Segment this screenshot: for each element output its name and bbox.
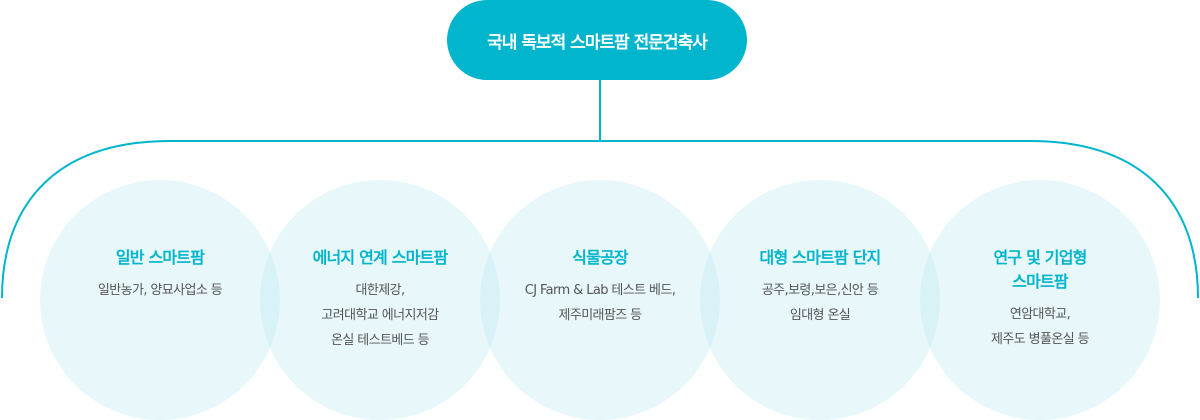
category-description: 연암대학교, 제주도 병풀온실 등 — [930, 302, 1150, 352]
category-title-line: 대형 스마트팜 단지 — [759, 248, 882, 267]
category-title-line: 스마트팜 — [1012, 272, 1068, 291]
category-title-line: 연구 및 기업형 — [993, 248, 1087, 267]
category-title: 일반 스마트팜 — [60, 246, 260, 270]
category-title: 에너지 연계 스마트팜 — [280, 246, 480, 270]
description-line: 임대형 온실 — [789, 308, 851, 323]
description-line: 제주미래팜즈 등 — [558, 308, 642, 323]
description-line: 제주도 병풀온실 등 — [991, 332, 1090, 347]
description-line: 고려대학교 에너지저감 — [321, 308, 439, 323]
description-line: 일반농가, 양묘사업소 등 — [97, 283, 223, 298]
category-circle: 식물공장 CJ Farm & Lab 테스트 베드, 제주미래팜즈 등 — [480, 180, 720, 420]
description-line: 대한제강, — [355, 283, 406, 298]
root-label: 국내 독보적 스마트팜 전문건축사 — [487, 32, 708, 53]
description-line: 연암대학교, — [1009, 307, 1071, 322]
category-title: 식물공장 — [500, 246, 700, 270]
category-title: 대형 스마트팜 단지 — [720, 246, 920, 270]
category-title-line: 식물공장 — [572, 248, 628, 267]
category-title-line: 일반 스마트팜 — [115, 248, 205, 267]
category-description: 일반농가, 양묘사업소 등 — [50, 278, 270, 303]
description-line: 온실 테스트베드 등 — [331, 333, 430, 348]
description-line: 공주,보령,보은,신안 등 — [761, 283, 879, 298]
root-node: 국내 독보적 스마트팜 전문건축사 — [447, 0, 747, 80]
branch-arc — [1, 140, 1199, 299]
category-title-line: 에너지 연계 스마트팜 — [312, 248, 449, 267]
description-line: CJ Farm & Lab 테스트 베드, — [524, 283, 676, 298]
category-description: CJ Farm & Lab 테스트 베드, 제주미래팜즈 등 — [490, 278, 710, 328]
